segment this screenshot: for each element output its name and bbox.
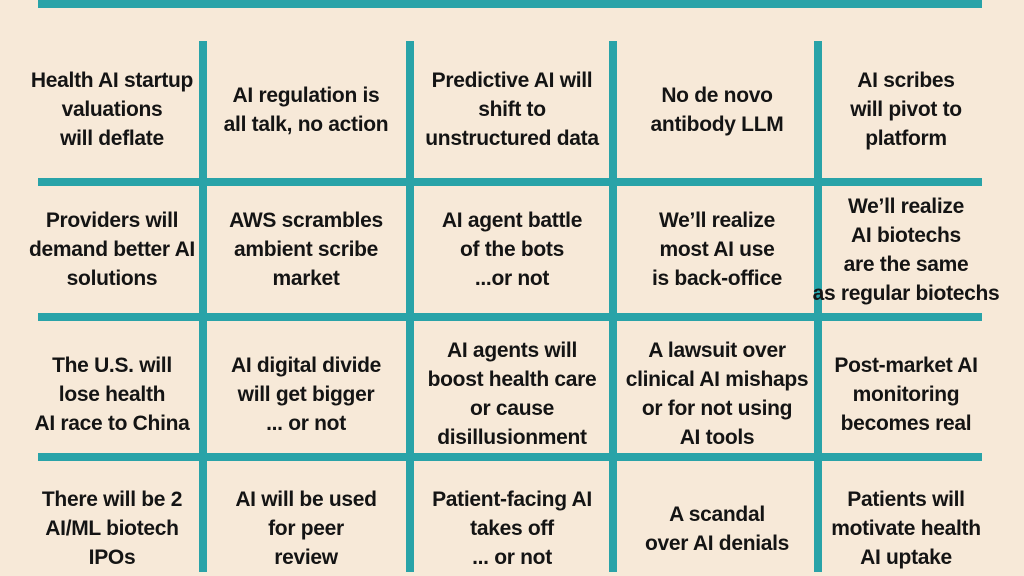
bingo-cell-r1c5: AI scribes will pivot to platform bbox=[850, 69, 962, 150]
bingo-cell-r4c1: There will be 2 AI/ML biotech IPOs bbox=[41, 488, 183, 569]
bingo-cell-r3c4: A lawsuit over clinical AI mishaps or fo… bbox=[625, 339, 809, 449]
bingo-cell-r4c2: AI will be used for peer review bbox=[235, 488, 377, 569]
header-bar bbox=[38, 0, 982, 8]
bingo-cell-r3c3: AI agents will boost health care or caus… bbox=[427, 339, 597, 449]
bingo-cell-r3c2: AI digital divide will get bigger ... or… bbox=[230, 353, 382, 435]
grid-line-horizontal-1 bbox=[38, 178, 982, 186]
bingo-cell-r3c1: The U.S. will lose health AI race to Chi… bbox=[34, 353, 190, 435]
bingo-cell-r1c1: Health AI startup valuations will deflat… bbox=[30, 69, 194, 150]
bingo-cell-r2c1: Providers will demand better AI solution… bbox=[29, 209, 195, 290]
bingo-cell-r2c2: AWS scrambles ambient scribe market bbox=[229, 209, 383, 290]
bingo-cell-r2c5: We’ll realize AI biotechs are the same a… bbox=[812, 194, 1000, 305]
bingo-cell-r3c5: Post-market AI monitoring becomes real bbox=[834, 353, 978, 435]
grid-line-horizontal-2 bbox=[38, 313, 982, 321]
grid-line-horizontal-3 bbox=[38, 453, 982, 461]
grid-line-vertical-4 bbox=[814, 41, 822, 572]
bingo-cell-r4c4: A scandal over AI denials bbox=[644, 502, 790, 555]
bingo-cell-r2c4: We’ll realize most AI use is back-office bbox=[651, 209, 782, 290]
bingo-cell-r4c3: Patient-facing AI takes off ... or not bbox=[432, 488, 592, 569]
bingo-cell-r2c3: AI agent battle of the bots ...or not bbox=[441, 209, 583, 290]
grid-line-vertical-2 bbox=[406, 41, 414, 572]
bingo-cell-r4c5: Patients will motivate health AI uptake bbox=[831, 488, 981, 569]
bingo-cell-r1c4: No de novo antibody LLM bbox=[650, 83, 784, 136]
bingo-cell-r1c3: Predictive AI will shift to unstructured… bbox=[425, 69, 599, 150]
bingo-cell-r1c2: AI regulation is all talk, no action bbox=[223, 83, 389, 136]
grid-line-vertical-1 bbox=[199, 41, 207, 572]
grid-line-vertical-3 bbox=[609, 41, 617, 572]
